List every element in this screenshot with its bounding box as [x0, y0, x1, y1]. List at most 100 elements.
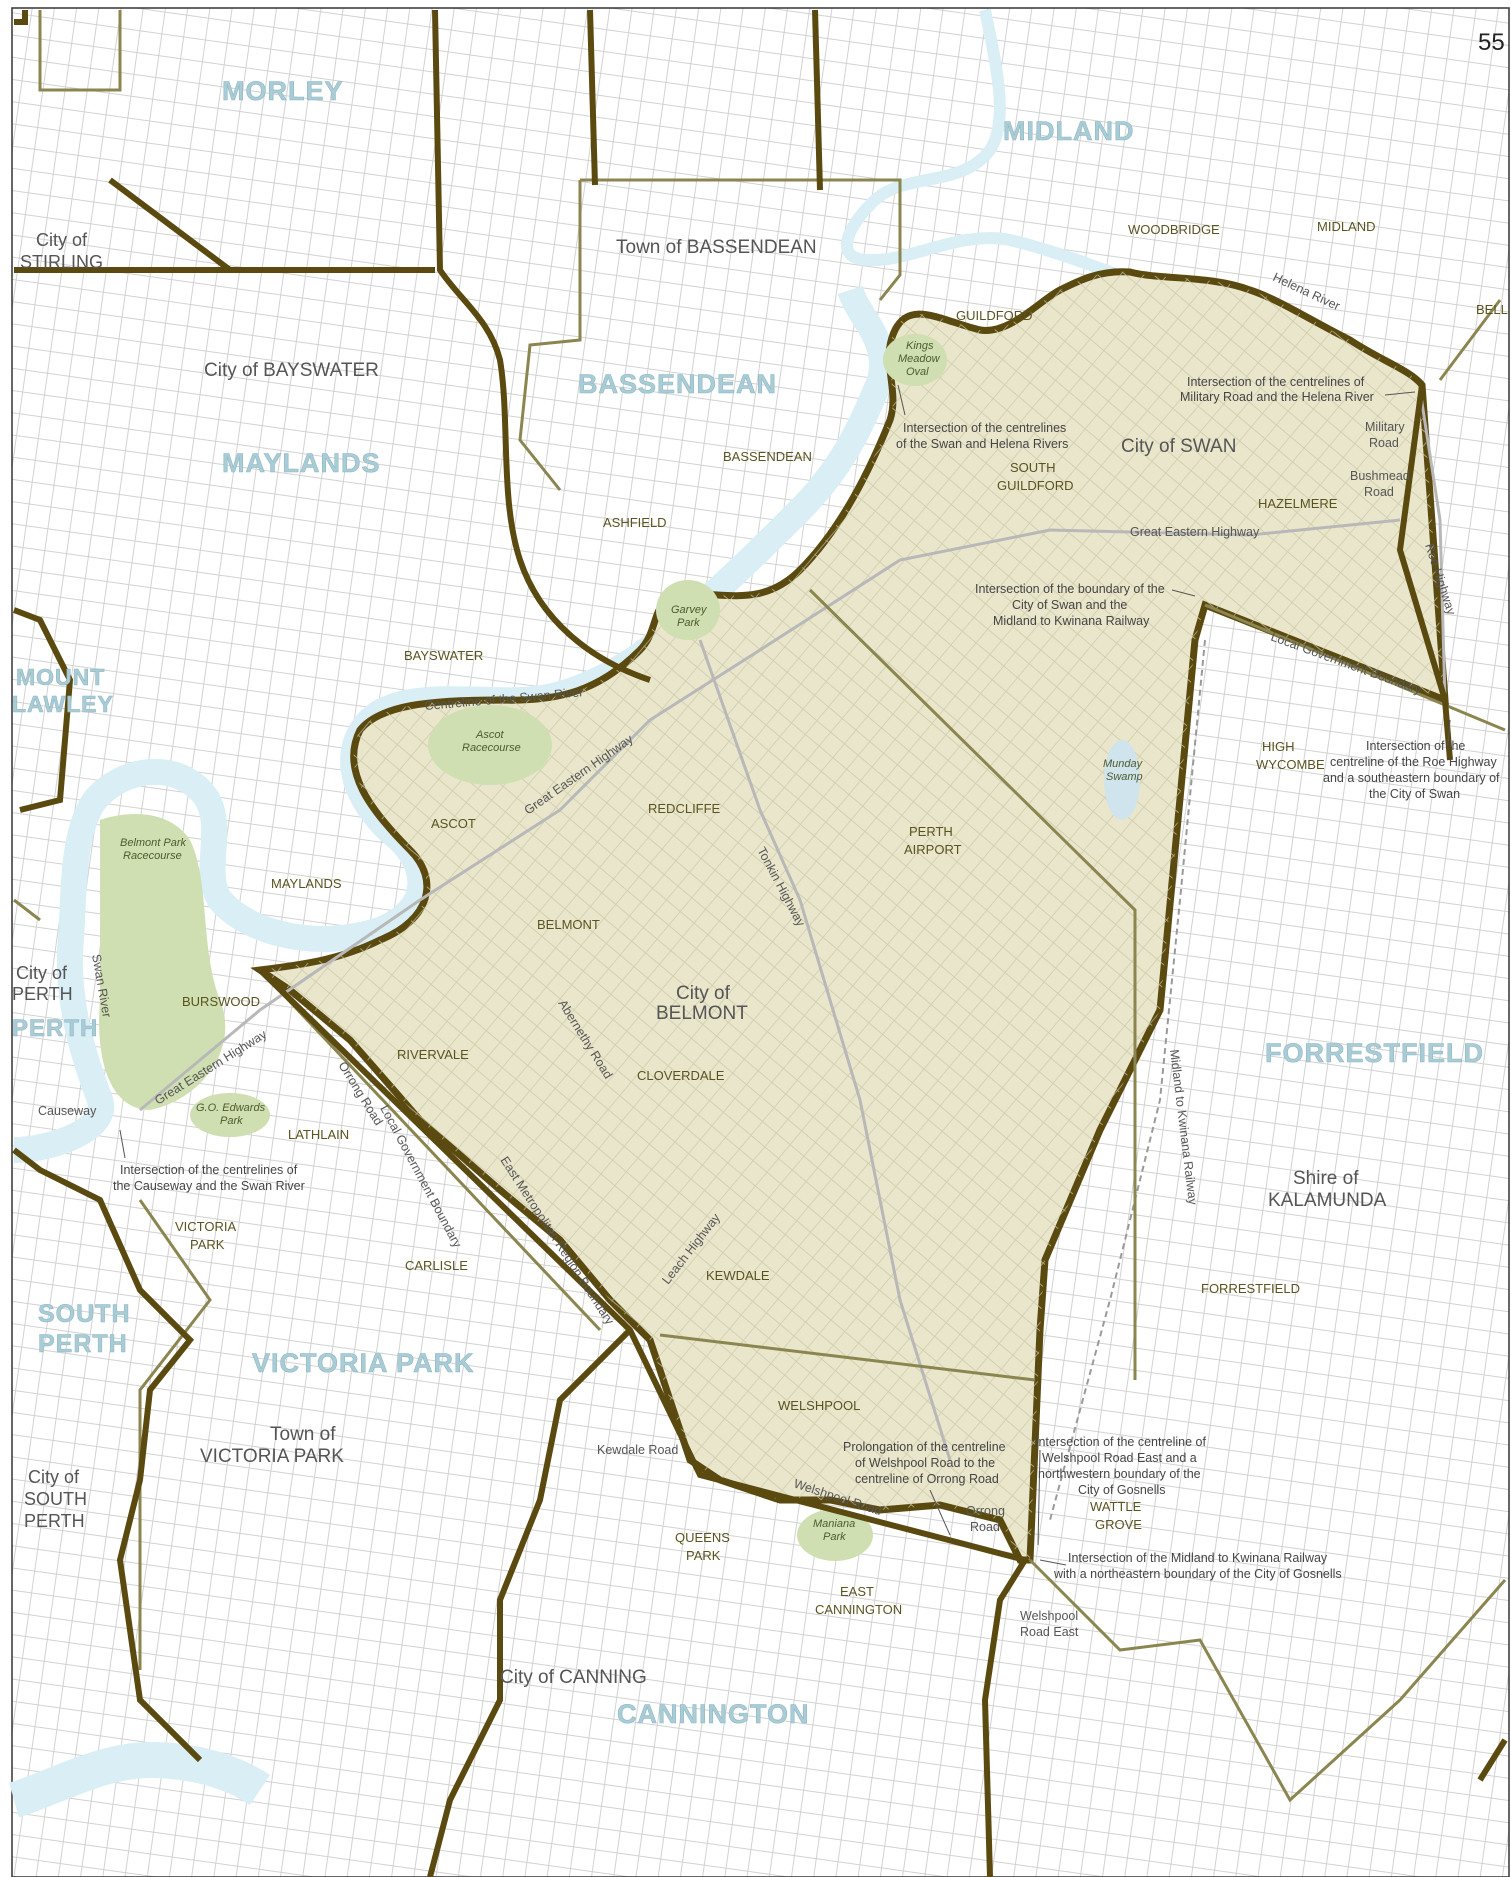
kings-meadow-oval-park — [883, 334, 947, 386]
page-number: 55 — [1478, 29, 1505, 56]
note-causeway-swan-1: Intersection of the centrelines of — [120, 1163, 298, 1177]
suburb-queens-park-1: QUEENS — [675, 1530, 730, 1545]
lga-perth-1: City of — [16, 963, 68, 983]
garvey-park — [656, 580, 720, 640]
suburb-ashfield: ASHFIELD — [603, 515, 667, 530]
midland-kwinana-railway-line — [1049, 639, 1206, 1521]
park-go-edwards-1: G.O. Edwards — [196, 1102, 266, 1114]
leader-railway-gosnells — [1039, 1559, 1067, 1566]
suburb-east-cannington-1: EAST — [840, 1584, 874, 1599]
great-eastern-highway-road — [139, 518, 1401, 1112]
belmont-park-racecourse — [99, 814, 226, 1110]
lga-stirling-2: STIRLING — [20, 252, 103, 272]
munday-swamp — [1104, 740, 1140, 820]
road-bushmead-1: Bushmead — [1350, 469, 1410, 483]
district-label-forrestfield: FORRESTFIELD — [1265, 1038, 1484, 1068]
go-edwards-park — [190, 1093, 270, 1137]
lga-canning: City of CANNING — [500, 1667, 647, 1688]
park-garvey-1: Garvey — [671, 604, 708, 616]
suburb-burswood: BURSWOOD — [182, 994, 260, 1009]
suburb-victoria-park-2: PARK — [190, 1237, 225, 1252]
park-garvey-2: Park — [677, 617, 700, 629]
park-munday-1: Munday — [1103, 758, 1144, 770]
note-swan-railway-1: Intersection of the boundary of the — [975, 582, 1165, 596]
district-label-midland: MIDLAND — [1003, 116, 1134, 146]
lga-belmont-2: BELMONT — [656, 1003, 748, 1024]
lga-belmont-1: City of — [676, 983, 731, 1004]
suburb-south-guildford-2: GUILDFORD — [997, 478, 1074, 493]
note-welshpool-orrong-1: Prolongation of the centreline — [843, 1440, 1006, 1454]
road-kewdale-road: Kewdale Road — [597, 1443, 678, 1457]
district-label-mount-lawley-2: LAWLEY — [12, 691, 114, 717]
tonkin-highway-road — [698, 639, 952, 1461]
district-label-south-perth-1: SOUTH — [38, 1300, 131, 1328]
park-munday-2: Swamp — [1106, 771, 1143, 783]
lga-vicpark-2: VICTORIA PARK — [200, 1446, 344, 1467]
lga-south-perth-1: City of — [28, 1467, 80, 1487]
suburb-bayswater: BAYSWATER — [404, 648, 483, 663]
note-roe-swan-3: and a southeastern boundary of — [1323, 771, 1500, 785]
suburb-wattle-grove-2: GROVE — [1095, 1517, 1142, 1532]
road-orrong-b-2: Road — [970, 1520, 1000, 1534]
suburb-woodbridge: WOODBRIDGE — [1128, 222, 1220, 237]
lga-bayswater: City of BAYSWATER — [204, 360, 379, 381]
district-label-mount-lawley-1: MOUNT — [16, 664, 105, 690]
suburb-lathlain: LATHLAIN — [288, 1127, 349, 1142]
suburb-forrestfield: FORRESTFIELD — [1201, 1281, 1300, 1296]
lga-perth-2: PERTH — [12, 984, 73, 1004]
park-ascot-1: Ascot — [475, 729, 504, 741]
suburb-wattle-grove-1: WATTLE — [1090, 1499, 1142, 1514]
note-swan-railway-3: Midland to Kwinana Railway — [993, 614, 1150, 628]
leader-swan-railway — [1171, 589, 1196, 597]
road-causeway: Causeway — [38, 1104, 97, 1118]
roe-highway-road — [1418, 389, 1447, 701]
park-belmont-park-2: Racecourse — [123, 850, 182, 862]
district-label-morley: MORLEY — [222, 76, 344, 106]
note-swan-railway-2: City of Swan and the — [1012, 598, 1127, 612]
leader-causeway-swan — [119, 1129, 126, 1159]
road-orrong-b-1: Orrong — [966, 1504, 1005, 1518]
suburb-guildford: GUILDFORD — [956, 308, 1033, 323]
suburb-bassendean: BASSENDEAN — [723, 449, 812, 464]
lga-bassendean: Town of BASSENDEAN — [616, 237, 817, 258]
district-label-bassendean: BASSENDEAN — [578, 369, 777, 399]
suburb-east-cannington-2: CANNINGTON — [815, 1602, 902, 1617]
park-maniana-2: Park — [823, 1531, 846, 1543]
park-kings-meadow-1: Kings — [906, 340, 934, 352]
suburb-ascot: ASCOT — [431, 816, 476, 831]
note-railway-gosnells-2: with a northeastern boundary of the City… — [1053, 1567, 1342, 1581]
leader-military-helena — [1384, 391, 1416, 396]
suburb-south-guildford-1: SOUTH — [1010, 460, 1056, 475]
lga-swan: City of SWAN — [1121, 436, 1236, 457]
note-welshpool-gosnells-2: Welshpool Road East and a — [1042, 1451, 1197, 1465]
suburb-midland: MIDLAND — [1317, 219, 1376, 234]
ascot-racecourse-park — [428, 705, 552, 785]
leader-roe-swan — [1447, 719, 1451, 746]
suburb-bell: BELL — [1476, 302, 1508, 317]
lga-vicpark-1: Town of — [270, 1424, 336, 1445]
park-kings-meadow-3: Oval — [906, 366, 929, 378]
suburb-carlisle: CARLISLE — [405, 1258, 468, 1273]
note-swan-helena-2: of the Swan and Helena Rivers — [896, 437, 1068, 451]
note-welshpool-gosnells-4: City of Gosnells — [1078, 1483, 1166, 1497]
suburb-hazelmere: HAZELMERE — [1258, 496, 1338, 511]
suburb-perth-airport-1: PERTH — [909, 824, 953, 839]
suburb-queens-park-2: PARK — [686, 1548, 721, 1563]
local-government-boundaries — [13, 10, 1507, 1803]
leader-welshpool-gosnells — [1037, 1449, 1041, 1546]
helena-river — [841, 8, 1183, 306]
leader-welshpool-orrong — [929, 1489, 951, 1536]
suburb-victoria-park-1: VICTORIA — [175, 1219, 236, 1234]
note-welshpool-gosnells-1: Intersection of the centreline of — [1035, 1435, 1206, 1449]
park-kings-meadow-2: Meadow — [898, 353, 941, 365]
note-welshpool-gosnells-3: northwestern boundary of the — [1038, 1467, 1201, 1481]
district-label-maylands: MAYLANDS — [222, 448, 381, 478]
suburb-belmont: BELMONT — [537, 917, 600, 932]
electorate-streets — [260, 271, 1445, 1561]
road-military-1: Military — [1365, 420, 1405, 434]
leader-swan-helena — [897, 384, 906, 416]
lga-stirling-1: City of — [36, 230, 88, 250]
note-roe-swan-1: Intersection of the — [1366, 739, 1465, 753]
suburb-welshpool: WELSHPOOL — [778, 1398, 860, 1413]
